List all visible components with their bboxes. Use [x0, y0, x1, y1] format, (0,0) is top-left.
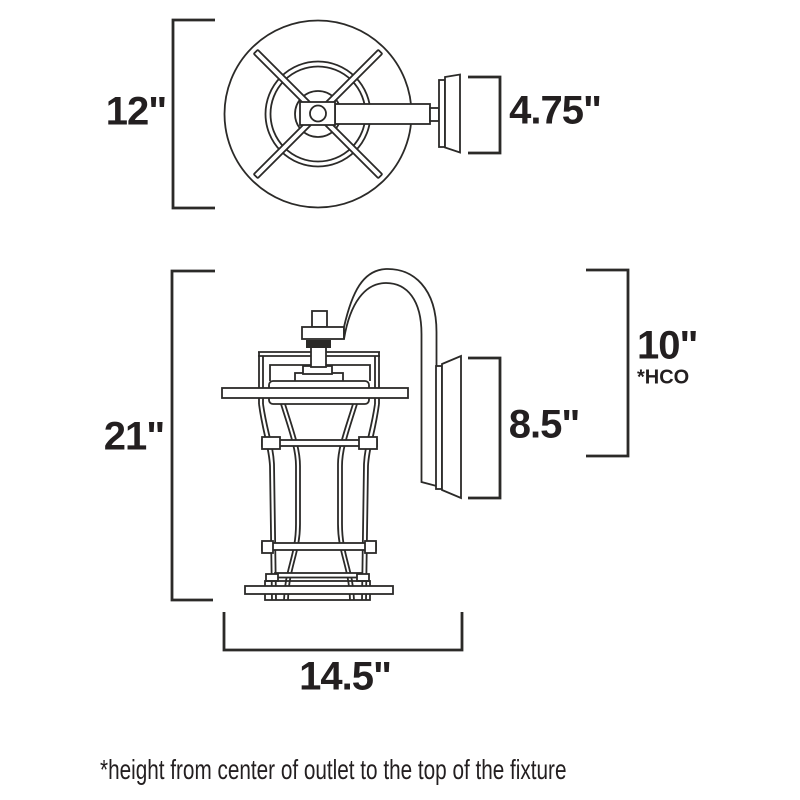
left-glass-contour: [280, 403, 301, 601]
bracket-4-75in: [468, 75, 502, 155]
side-view: [221, 268, 462, 601]
top-rail: [221, 387, 409, 399]
dimension-label-projection: 14.5": [299, 654, 392, 699]
backplate-top-view: [444, 73, 461, 154]
finial-knob: [311, 310, 328, 328]
gooseneck-arm: [343, 268, 438, 488]
dimension-label-backplate-depth: 4.75": [509, 88, 602, 133]
dimension-label-backplate-height: 8.5": [508, 402, 581, 447]
top-view: [223, 19, 461, 209]
lower-crossbar: [261, 542, 377, 551]
arm-mount-bar: [301, 326, 345, 340]
dimension-label-outlet-to-top: 10": [637, 323, 698, 368]
finial-stem: [310, 346, 327, 368]
mid-crossbar-left-tab: [261, 436, 281, 450]
lower-crossbar-left-tab: [261, 540, 274, 554]
hub-hole: [309, 104, 327, 123]
mid-crossbar-right-tab: [358, 436, 378, 450]
left-frame-leg: [258, 403, 277, 601]
right-frame-leg: [361, 403, 380, 601]
finial-ring: [306, 340, 331, 348]
lower-crossbar-right-tab: [364, 540, 377, 554]
bracket-10in: [586, 268, 630, 458]
right-glass-contour: [337, 403, 358, 601]
arm-collar-top-view: [429, 107, 440, 122]
mounting-arm-top-view: [334, 103, 431, 125]
bracket-21in: [170, 269, 215, 602]
dimension-label-diameter: 12": [105, 89, 167, 134]
dimension-label-overall-height: 21": [103, 414, 165, 459]
base-left-step: [265, 573, 279, 582]
footnote-hco-definition: *height from center of outlet to the top…: [100, 754, 567, 785]
dimension-note-hco: *HCO: [637, 366, 690, 389]
frame-side-bands: [258, 352, 380, 404]
bracket-14-5in: [222, 612, 464, 652]
base-thin-rail: [274, 572, 363, 579]
backplate-side-view: [441, 354, 462, 500]
bottom-rail: [244, 585, 394, 595]
bracket-8-5in: [468, 356, 502, 500]
bracket-12in: [171, 18, 215, 210]
dimension-brackets: [170, 18, 630, 652]
base-right-step: [356, 573, 370, 582]
